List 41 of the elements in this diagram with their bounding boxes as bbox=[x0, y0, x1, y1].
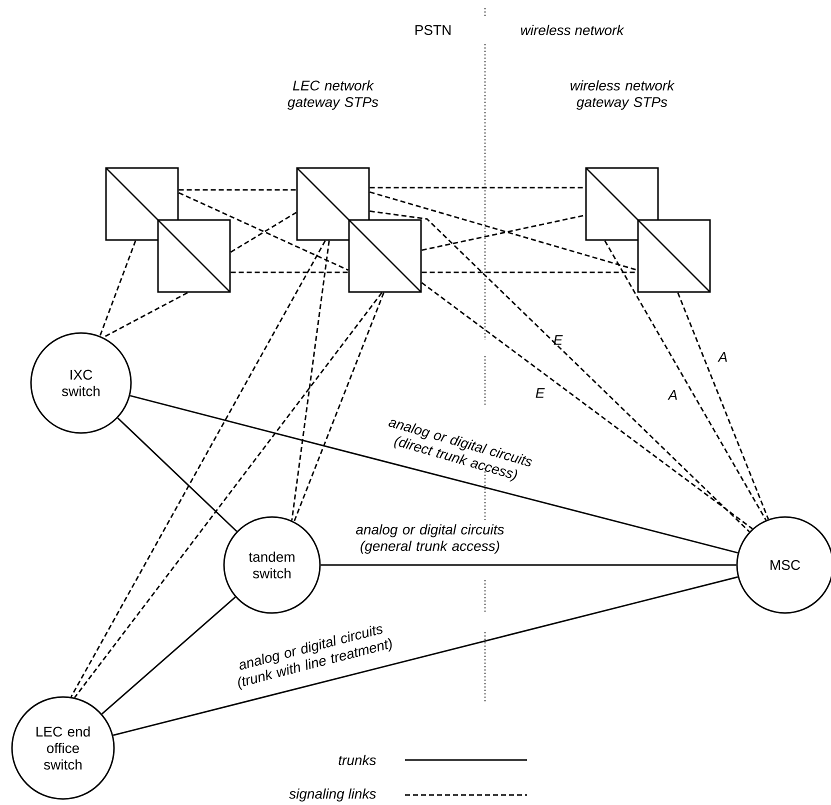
stp-box bbox=[296, 167, 370, 241]
signaling-link bbox=[178, 189, 296, 191]
signaling-link bbox=[422, 214, 586, 251]
signaling-link bbox=[99, 240, 136, 336]
signaling-link bbox=[230, 272, 348, 274]
signaling-link bbox=[370, 186, 586, 188]
stp-box bbox=[637, 219, 711, 293]
signaling-link bbox=[70, 240, 326, 698]
trunk-line bbox=[112, 576, 738, 736]
signaling-link bbox=[370, 191, 638, 271]
legend-label: signaling links bbox=[289, 788, 376, 802]
signaling-link bbox=[291, 240, 330, 521]
stp-box bbox=[585, 167, 659, 241]
trunk-line bbox=[130, 394, 738, 554]
signaling-link bbox=[422, 272, 638, 274]
signaling-link bbox=[230, 212, 297, 253]
stp-box bbox=[105, 167, 179, 241]
signaling-link bbox=[421, 282, 753, 530]
network-label: PSTN bbox=[415, 25, 451, 35]
signaling-link bbox=[102, 292, 188, 338]
edge-label: E bbox=[536, 388, 545, 398]
edge-label: A bbox=[668, 390, 677, 400]
edge-label: A bbox=[718, 352, 727, 362]
signaling-link bbox=[604, 240, 767, 520]
group-heading: LEC network gateway STPs bbox=[288, 80, 378, 110]
signaling-link bbox=[74, 292, 382, 698]
signaling-link bbox=[370, 210, 750, 532]
trunk-line bbox=[117, 417, 238, 532]
network-label: wireless network bbox=[520, 24, 624, 36]
legend-label: trunks bbox=[338, 754, 376, 766]
trunk-line bbox=[101, 596, 236, 714]
signaling-link bbox=[178, 192, 349, 271]
edge-label: analog or digital circuits (general trunk access) bbox=[356, 524, 504, 554]
stp-box bbox=[348, 219, 422, 293]
signaling-link bbox=[293, 292, 384, 522]
edge-label: E bbox=[554, 335, 563, 345]
trunk-line bbox=[320, 564, 736, 566]
signaling-link bbox=[677, 292, 770, 520]
edge-label: analog or digital circuits (direct trunk access) bbox=[388, 420, 532, 482]
stp-box bbox=[157, 219, 231, 293]
group-heading: wireless network gateway STPs bbox=[570, 80, 675, 110]
